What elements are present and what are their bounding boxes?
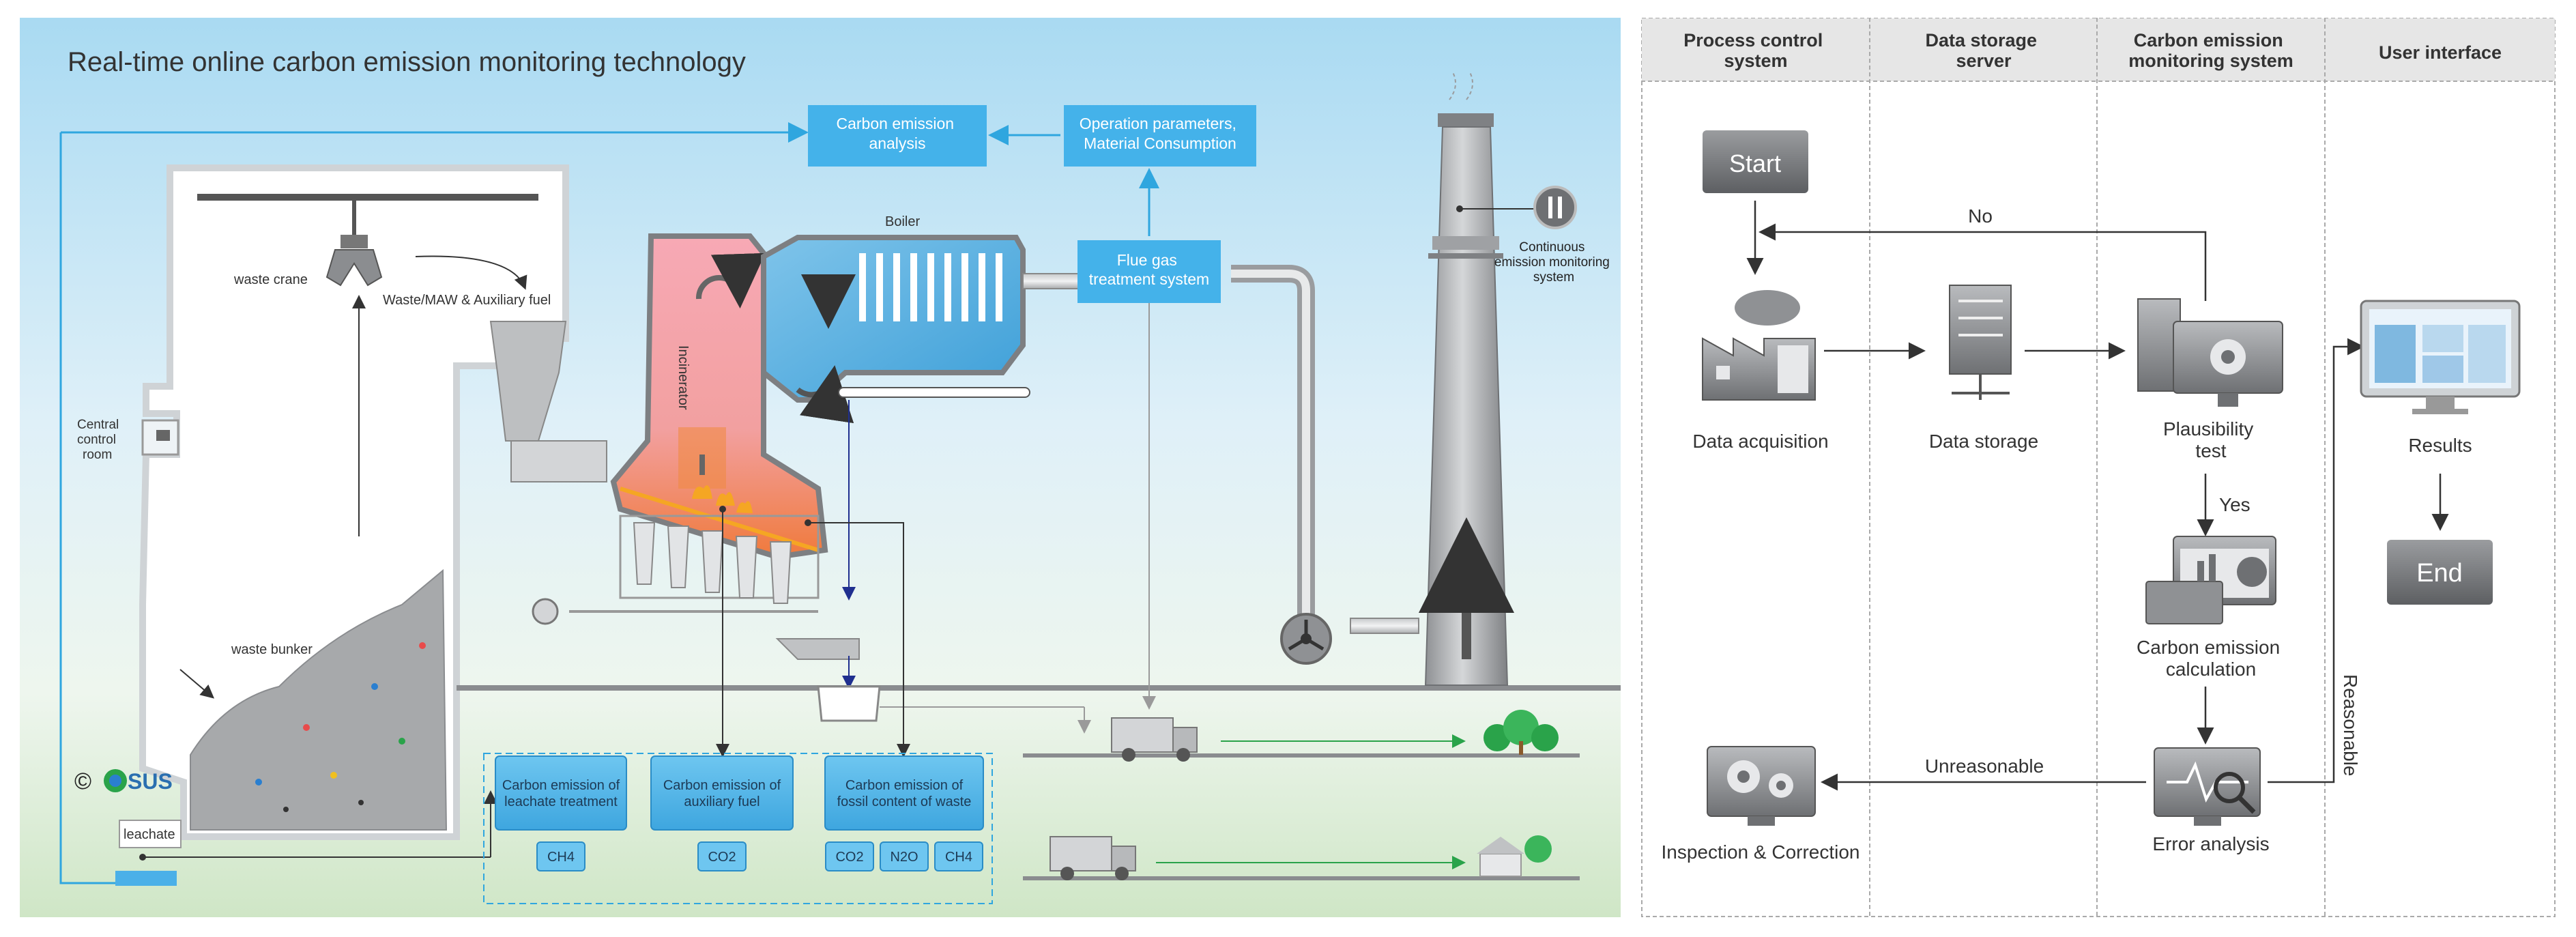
emission-region xyxy=(483,753,993,904)
landfill-house-icon xyxy=(1477,835,1552,877)
incinerator-label: Incinerator xyxy=(676,345,691,410)
waste-debris xyxy=(255,642,426,812)
waste-bunker-label: waste bunker xyxy=(231,642,313,657)
waste-crane-label: waste crane xyxy=(233,272,308,287)
grate-hoppers xyxy=(619,515,820,604)
flue-gas-treatment-box: Flue gas treatment system xyxy=(1077,240,1221,303)
control-room-icon xyxy=(141,419,179,456)
incinerator xyxy=(610,233,828,560)
svg-text:Carbon emission analysis: Carbon emission analysis xyxy=(837,115,959,152)
column-header-row xyxy=(1642,18,2555,81)
dashboard-screen-icon xyxy=(2360,300,2521,414)
unreasonable-label: Unreasonable xyxy=(1925,755,2044,777)
truck-icon-upper xyxy=(1111,717,1198,762)
waste-fuel-label: Waste/MAW & Auxiliary fuel xyxy=(383,293,551,308)
carbon-calculation-label: Carbon emission calculation xyxy=(2137,637,2285,680)
feedback-line xyxy=(59,132,129,884)
chart-screen-icon xyxy=(2145,536,2276,624)
cems-label: Continuous emission monitoring system xyxy=(1494,240,1613,285)
svg-text:Flue gas treatment syste: Flue gas treatment system xyxy=(1089,251,1209,288)
header-data-storage: Data storage server xyxy=(1925,30,2042,71)
leachate-tank xyxy=(115,871,177,886)
waste-pile xyxy=(190,568,448,831)
gas-badge xyxy=(536,841,585,871)
ash-conveyor xyxy=(775,638,860,660)
svg-text:Start: Start xyxy=(1729,149,1781,177)
diagram-title: Real-time online carbon emission monitor… xyxy=(68,47,746,77)
fire-icon xyxy=(692,485,753,513)
error-analysis-label: Error analysis xyxy=(2152,833,2269,854)
trees-icon xyxy=(1484,710,1559,755)
carbon-emission-analysis-box: Carbon emission analysis xyxy=(808,105,987,167)
yes-label: Yes xyxy=(2219,494,2251,515)
flowchart-svg: Process control system Data storage serv… xyxy=(1641,18,2556,917)
fan-icon xyxy=(532,598,559,625)
gas-badge xyxy=(880,841,929,871)
central-control-room-label: Central control room xyxy=(77,418,123,462)
ground-line xyxy=(457,685,1621,691)
header-carbon-monitoring: Carbon emission monitoring system xyxy=(2128,30,2293,71)
svg-text:SUS: SUS xyxy=(128,769,173,794)
gas-badge xyxy=(697,841,747,871)
header-user-interface: User interface xyxy=(2379,42,2502,63)
stack-fan-icon xyxy=(1280,613,1332,665)
data-storage-label: Data storage xyxy=(1929,431,2038,452)
cems-icon xyxy=(1533,186,1577,229)
crane-rail xyxy=(197,194,538,201)
start-node: Start xyxy=(1703,130,1808,193)
ash-pit xyxy=(817,685,881,722)
no-label: No xyxy=(1968,205,1993,227)
truck-icon-lower xyxy=(1050,836,1136,880)
gas-badge xyxy=(825,841,874,871)
plausibility-test-label: Plausibility test xyxy=(2163,418,2259,461)
inspection-correction-label: Inspection & Correction xyxy=(1661,841,1859,863)
data-acquisition-label: Data acquisition xyxy=(1692,431,1828,452)
gas-badge-label: CH4 xyxy=(547,850,575,865)
gas-badge-label: CO2 xyxy=(835,850,863,865)
boiler-tubes xyxy=(859,253,1002,321)
monitoring-flowchart: Process control system Data storage serv… xyxy=(1641,18,2556,917)
operation-parameters-box: Operation parameters, Material Consumpti… xyxy=(1064,105,1256,167)
leachate-label: leachate xyxy=(124,827,175,842)
gas-badge xyxy=(934,841,983,871)
server-icon xyxy=(1949,285,2012,400)
crane-grab-icon xyxy=(325,235,383,287)
error-monitor-icon xyxy=(2154,747,2261,826)
gears-monitor-icon xyxy=(1707,746,1816,826)
chimney xyxy=(1419,72,1514,686)
reasonable-label: Reasonable xyxy=(2340,674,2361,776)
header-process-control: Process control system xyxy=(1683,30,1828,71)
sus-logo: © SUS xyxy=(74,768,173,794)
chain-conveyor xyxy=(838,387,1030,398)
plant-illustration: Real-time online carbon emission monitor… xyxy=(20,18,1621,917)
svg-text:©: © xyxy=(74,768,91,794)
gas-badge-label: N2O xyxy=(890,850,918,865)
gas-badge-label: CH4 xyxy=(945,850,972,865)
end-node: End xyxy=(2387,540,2493,605)
factory-cloud-icon xyxy=(1702,290,1816,401)
incineration-plant-diagram: Real-time online carbon emission monitor… xyxy=(20,18,1621,917)
svg-text:End: End xyxy=(2416,559,2463,588)
gas-badge-label: CO2 xyxy=(708,850,736,865)
boiler-label: Boiler xyxy=(885,214,920,229)
computer-gear-icon xyxy=(2137,298,2283,407)
results-label: Results xyxy=(2408,435,2472,456)
svg-text:Operation parameters, Ma: Operation parameters, Material Consumpti… xyxy=(1080,115,1241,152)
